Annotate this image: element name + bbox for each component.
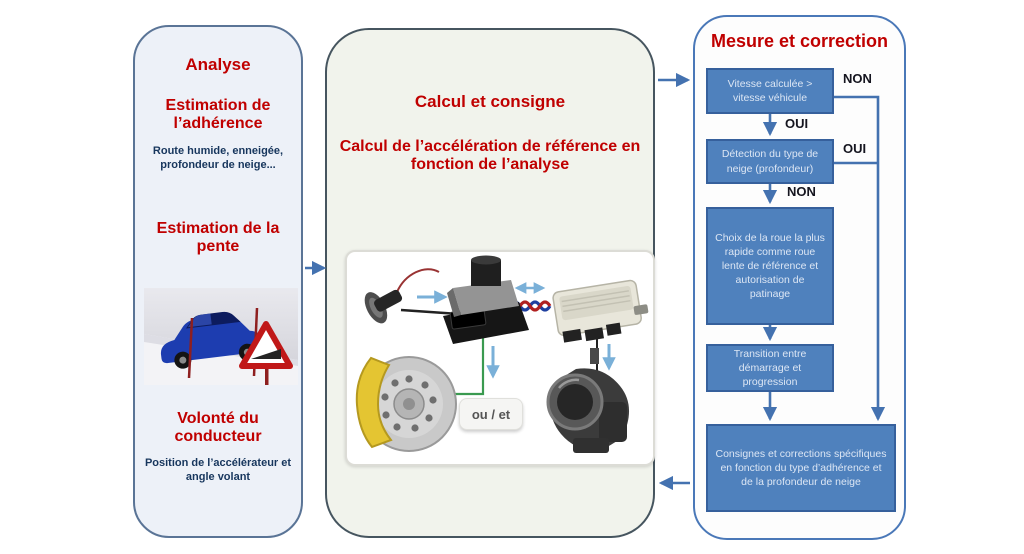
calcul-title: Calcul et consigne: [414, 92, 566, 111]
adherence-subtext: Route humide, enneigée, profondeur de ne…: [152, 145, 284, 171]
calcul-subtitle: Calcul de l’accélération de référence en…: [339, 138, 641, 174]
decision-label-oui: OUI: [843, 141, 867, 156]
mesure-title: Mesure et correction: [710, 31, 889, 51]
panel-calcul: Calcul et consigne Calcul de l’accélérat…: [325, 28, 655, 538]
panel-analyse: Analyse Estimation de l’adhérence Route …: [133, 25, 303, 538]
conducteur-heading: Volonté du conducteur: [174, 410, 262, 446]
pente-heading: Estimation de la pente: [156, 220, 280, 256]
conducteur-subtext: Position de l’accélérateur et angle vola…: [144, 457, 292, 483]
wheel-sensor-icon: [364, 289, 403, 324]
flow-step-consignes: Consignes et corrections spécifiques en …: [706, 424, 896, 512]
flow-step-choix-roue: Choix de la roue la plus rapide comme ro…: [706, 207, 834, 325]
flow-step-transition: Transition entre démarrage et progressio…: [706, 344, 834, 392]
flow-step-detection-neige: Détection du type de neige (profondeur): [706, 139, 834, 184]
flow-step-vitesse: Vitesse calculée > vitesse véhicule: [706, 68, 834, 114]
throttle-body-icon: [546, 348, 630, 453]
ou-et-label: ou / et: [459, 398, 523, 430]
car-on-slope-image: [144, 288, 298, 394]
slope-warning-sign-icon: [239, 321, 293, 394]
snow-pole-icon: [187, 317, 194, 379]
ecu-icon: [552, 279, 649, 343]
analyse-title: Analyse: [185, 55, 251, 74]
components-diagram-image: ou / et: [345, 250, 655, 466]
decision-label-oui: OUI: [785, 116, 809, 131]
decision-label-non: NON: [843, 71, 872, 86]
components-scene-icon: [355, 255, 649, 453]
abs-unit-icon: [443, 255, 529, 344]
adherence-heading: Estimation de l’adhérence: [165, 97, 271, 133]
decision-label-non: NON: [787, 184, 816, 199]
car-scene-icon: [144, 288, 298, 394]
brake-disc-icon: [355, 356, 457, 452]
